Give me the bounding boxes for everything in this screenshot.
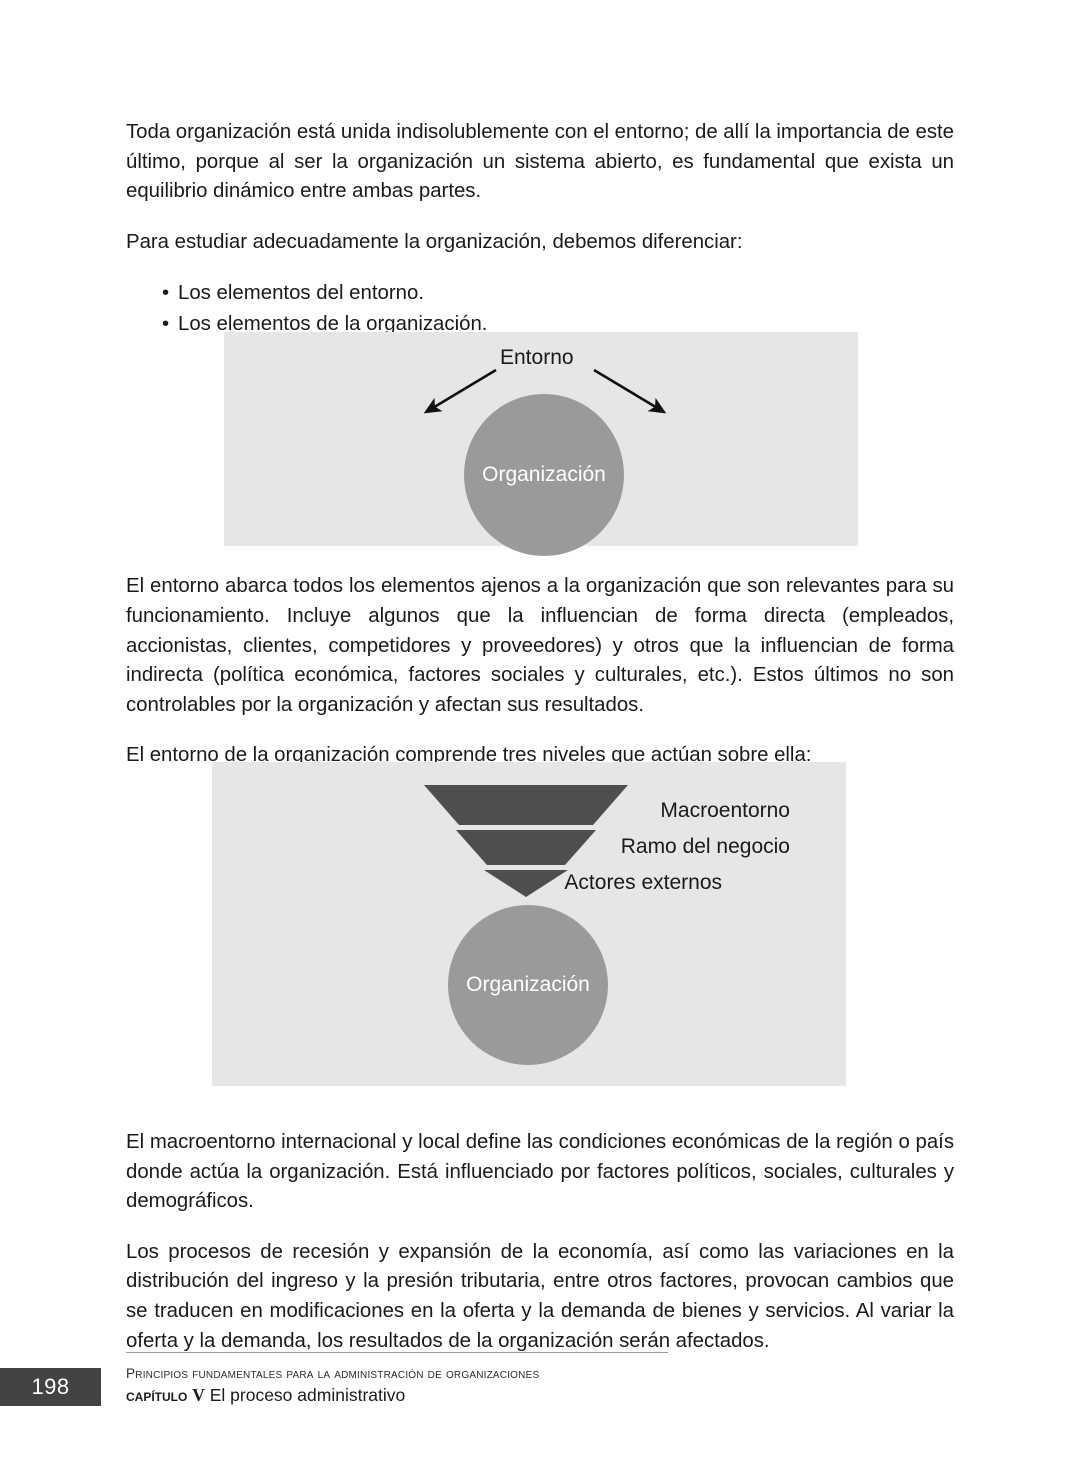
paragraph-1: Toda organización está unida indisoluble… (126, 121, 954, 203)
list-item: Los elementos del entorno. (162, 278, 954, 309)
figure-label-ramo-del-negocio: Ramo del negocio (620, 835, 790, 858)
organization-circle-label: Organización (482, 463, 606, 486)
organization-circle: Organización (448, 905, 608, 1065)
inverted-funnel-icon (424, 785, 628, 897)
organization-circle-label: Organización (466, 973, 590, 996)
arrow-right-icon (593, 368, 667, 414)
paragraph-6: Los procesos de recesión y expansión de … (126, 1240, 954, 1352)
paragraph-5: El macroentorno internacional y local de… (126, 1130, 954, 1213)
organization-circle: Organización (464, 394, 624, 556)
figure-niveles-entorno: Macroentorno Ramo del negocio Actores ex… (212, 762, 846, 1086)
paragraph-4: El entorno de la organización comprende … (126, 744, 812, 767)
footer-chapter-line: Capítulo V El proceso administrativo (126, 1384, 746, 1407)
list-item: Los elementos de la organización. (162, 309, 954, 340)
footer-divider (126, 1352, 668, 1353)
footer-chapter-label: Capítulo (126, 1385, 188, 1405)
figure-label-entorno: Entorno (500, 346, 574, 369)
arrow-left-icon (423, 368, 497, 414)
footer-chapter-number: V (192, 1385, 205, 1405)
figure-label-actores-externos: Actores externos (564, 871, 722, 894)
bullet-list: Los elementos del entorno. Los elementos… (126, 278, 954, 340)
footer-chapter-title: El proceso administrativo (209, 1385, 406, 1405)
page-number-badge: 198 (0, 1368, 101, 1406)
figure-organizacion-entorno: Entorno Organización (224, 332, 858, 556)
paragraph-2: Para estudiar adecuadamente la organizac… (126, 230, 743, 253)
footer-book-title: Principios fundamentales para la adminis… (126, 1366, 540, 1381)
footer-text-block: Principios fundamentales para la adminis… (126, 1364, 746, 1407)
figure-label-macroentorno: Macroentorno (660, 799, 790, 822)
page-number: 198 (31, 1374, 70, 1399)
paragraph-3: El entorno abarca todos los elementos aj… (126, 575, 954, 716)
body-content: Toda organización está unida indisoluble… (126, 118, 954, 1377)
